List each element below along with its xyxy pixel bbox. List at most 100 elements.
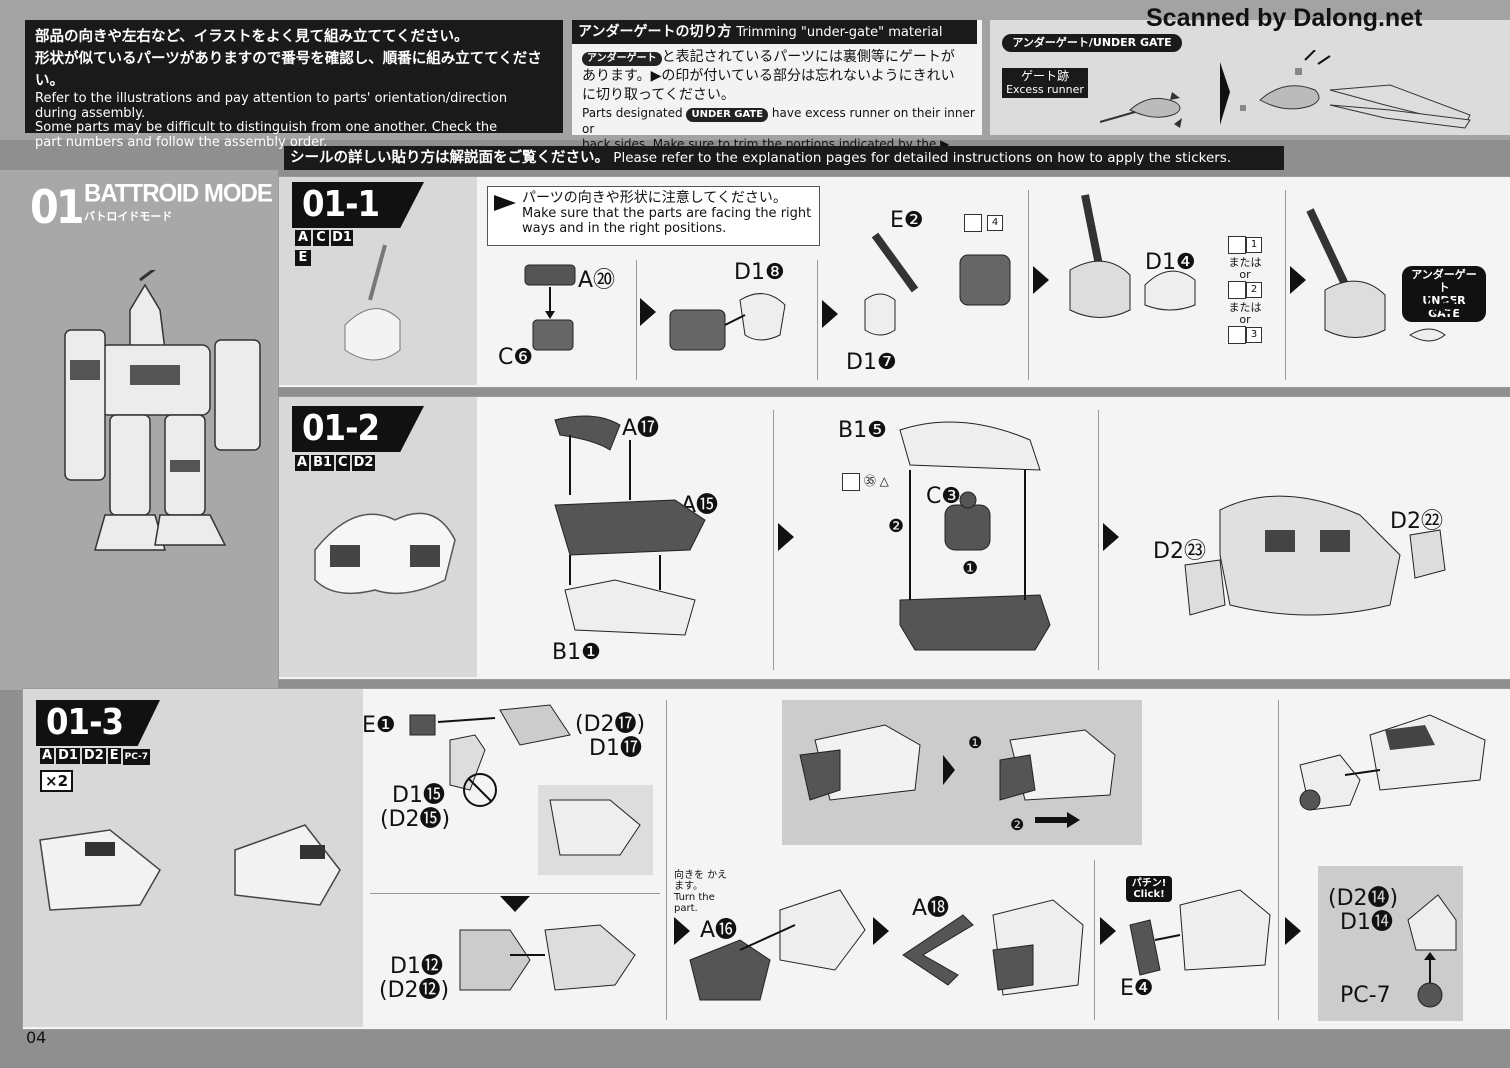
order-2-marker: ❷ — [888, 516, 905, 537]
divider — [636, 260, 637, 380]
face-assembly-illustration — [669, 293, 786, 351]
sticker-4-ref: 4 — [964, 212, 1004, 232]
head-complete-illustration — [1306, 208, 1446, 342]
under-gate-pill-en: UNDER GATE — [686, 108, 769, 122]
divider — [1098, 410, 1099, 670]
under-gate-badge-jp: アンダーゲート — [1411, 268, 1477, 294]
runner-tag: D1 — [56, 748, 80, 764]
jp-instruction-1: 部品の向きや左右など、イラストをよく見て組み立ててください。 — [35, 29, 469, 45]
part-d1-12: D1⓬ — [390, 954, 443, 979]
chest-upper-assembly-illustration — [899, 421, 1051, 651]
joint-rotate-illustration — [799, 724, 1116, 801]
runner-tag: A — [295, 455, 310, 471]
step-marker-1: ❶ — [968, 733, 983, 752]
part-b15: B1❺ — [838, 418, 887, 443]
step-arrow — [873, 917, 889, 945]
step-arrow — [640, 298, 656, 326]
under-gate-jp-2: あります。▶の印が付いている部分は忘れないようにきれい — [582, 68, 955, 84]
right-arrow-icon — [1035, 812, 1080, 828]
part-a2: A❷ — [1422, 295, 1457, 320]
chest-frame-exploded-illustration — [554, 415, 706, 636]
part-d18: D1❽ — [734, 260, 785, 285]
part-d2-17: (D2⓱) — [575, 712, 646, 737]
orientation-note-en-2: ways and in the right positions. — [522, 221, 727, 236]
en-instruction-4: part numbers and follow the assembly ord… — [35, 134, 328, 150]
part-a16: A⓰ — [700, 918, 738, 943]
shoulder-cap-illustration — [1299, 714, 1486, 811]
sticker-icon — [964, 213, 982, 232]
caution-icon — [494, 195, 516, 211]
step-01-3-label: 01-3 — [36, 700, 160, 746]
step-arrow — [1290, 266, 1306, 294]
antenna-head-illustration — [864, 232, 1011, 336]
shoulder-reference-illustration — [39, 824, 341, 911]
divider — [773, 410, 774, 670]
runner-tag: A — [40, 748, 55, 764]
under-gate-badge-en: UNDER GATE — [1422, 294, 1466, 320]
step-arrow — [778, 523, 794, 551]
part-d17: D1❼ — [846, 350, 897, 375]
or-jp: または — [1228, 256, 1262, 269]
head-core-illustration — [524, 264, 576, 351]
sticker-number: 3 — [1246, 327, 1262, 343]
head-with-visor-illustration — [1069, 194, 1196, 318]
or-jp: または — [1228, 301, 1262, 314]
or-en: or — [1239, 268, 1251, 281]
under-gate-title-jp: アンダーゲートの切り方 — [578, 24, 732, 40]
part-b11: B1❶ — [552, 640, 601, 665]
step-arrow — [1033, 266, 1049, 294]
en-instruction-1: Refer to the illustrations and pay atten… — [35, 91, 508, 106]
sticker-notice-bar: シールの詳しい貼り方は解説面をご覧ください。 Please refer to t… — [284, 146, 1284, 170]
nipper-trim-illustration — [1099, 50, 1471, 129]
part-d23: D2㉓ — [1153, 539, 1206, 564]
orientation-note-jp: パーツの向きや形状に注意してください。 — [522, 190, 787, 206]
runner-tag: B1 — [311, 455, 335, 471]
part-pc7: PC-7 — [1340, 983, 1391, 1008]
sticker-number: 2 — [1246, 282, 1262, 298]
part-d1-17: D1⓱ — [589, 736, 642, 761]
step-01-1-runners-row2: E — [295, 250, 313, 266]
divider — [666, 700, 667, 1020]
divider — [1094, 860, 1095, 1020]
under-gate-tag: アンダーゲート/UNDER GATE — [1002, 34, 1182, 52]
step-arrow — [1100, 917, 1116, 945]
part-d2-15: (D2⓯) — [380, 807, 451, 832]
jp-instruction-2: 形状が似ているパーツがありますので番号を確認し、順番に組み立ててください。 — [35, 51, 542, 89]
section-number: 01 — [30, 180, 85, 234]
divider — [370, 893, 660, 894]
under-gate-text-jp: アンダーゲートと表記されているパーツには裏側等にゲートが あります。▶の印が付い… — [582, 48, 972, 105]
warning-triangle-icon: △ — [879, 474, 889, 488]
en-instruction-2: during assembly. — [35, 105, 146, 121]
runner-tag: D2 — [351, 455, 376, 471]
runner-tag: E — [107, 748, 121, 764]
divider — [1285, 190, 1286, 380]
or-en: or — [1239, 313, 1251, 326]
part-d22: D2㉒ — [1390, 509, 1443, 534]
part-e4: E❹ — [1120, 976, 1154, 1001]
under-gate-jp-3: に切り取ってください。 — [582, 87, 735, 103]
under-gate-badge: アンダーゲート UNDER GATE — [1402, 266, 1486, 322]
order-1-marker: ❶ — [962, 558, 979, 579]
runner-tag: D2 — [81, 748, 106, 764]
excess-runner-en: Excess runner — [1006, 83, 1084, 96]
part-d2-12: (D2⓬) — [379, 978, 450, 1003]
shoulder-joint-exploded-illustration — [409, 704, 653, 875]
click-badge: パチン! Click! — [1126, 876, 1172, 902]
excess-runner-label: ゲート跡 Excess runner — [1002, 68, 1088, 98]
runner-tag: D1 — [331, 230, 353, 246]
sticker-number: 1 — [1246, 237, 1262, 253]
part-d2-14: (D2⓮) — [1328, 886, 1399, 911]
divider — [1028, 190, 1029, 380]
step-arrow — [1103, 523, 1119, 551]
chest-complete-illustration — [1184, 495, 1446, 616]
under-gate-en-post: have excess runner on their inner or — [582, 106, 975, 136]
excess-runner-jp: ゲート跡 — [1020, 69, 1069, 83]
part-a18: A⓲ — [912, 896, 950, 921]
sticker-icon — [1228, 281, 1246, 299]
shoulder-joint-half-illustration — [459, 924, 636, 991]
section-title: BATTROID MODE — [84, 179, 273, 208]
under-gate-pill-jp: アンダーゲート — [582, 52, 662, 66]
head-reference-illustration — [344, 244, 401, 361]
